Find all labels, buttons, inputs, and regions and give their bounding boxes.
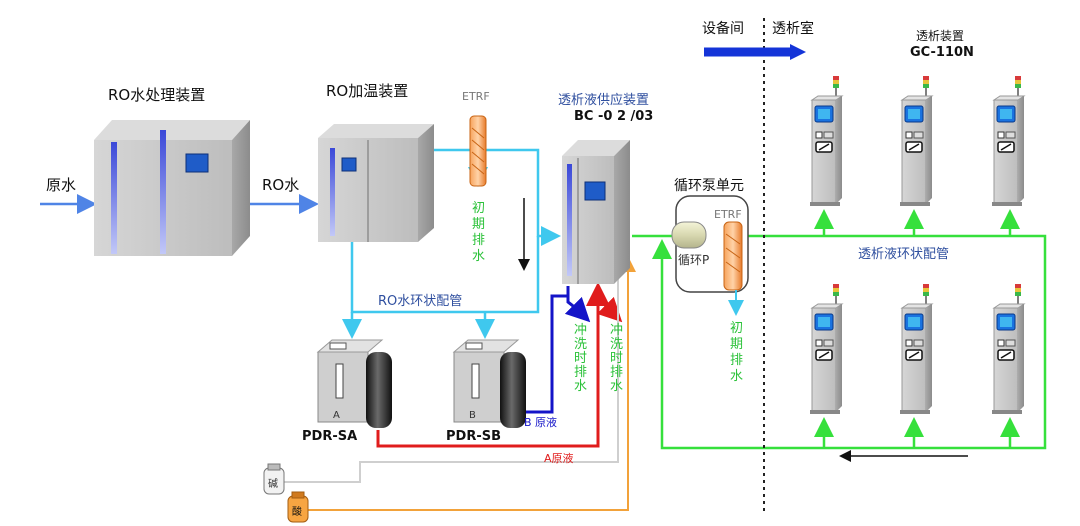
vertical-char: 水 [730,369,743,384]
vertical-char: 排 [472,233,485,248]
vertical-char: 排 [574,365,587,380]
b-flush-drain-pipe [564,286,591,323]
pdr-a-letter: A [333,410,340,421]
a-concentrate-pipe [376,282,610,448]
alkali-container [263,463,285,495]
vertical-char: 冲 [610,323,623,338]
raw-water-label: 原水 [46,176,76,194]
vertical-char: 时 [610,351,623,366]
vertical-char: 排 [610,365,623,380]
vertical-char: 排 [730,353,743,368]
etrf-top-label: ETRF [462,90,490,103]
dialysate-loop-pipes [632,209,1047,450]
circulation-pump-unit [671,195,749,293]
ro-heater-label: RO加温装置 [326,82,408,100]
dialysis-model-label: GC-110N [910,45,974,60]
vertical-char: 冲 [574,323,587,338]
ro-water-treatment-unit [94,120,250,256]
a-concentrate-label: A原液 [544,451,574,465]
ro-water-label: RO水 [262,176,299,194]
alkali-label: 碱 [268,478,278,490]
vertical-char: 期 [730,337,743,352]
pdr-sb-unit [452,339,526,428]
equipment-room-label: 设备间 [702,20,744,37]
vertical-char: 洗 [574,337,587,352]
dialysis-device-6 [992,284,1026,414]
dialysate-loop-label: 透析液环状配管 [858,247,949,262]
b-concentrate-pipe [518,294,568,414]
vertical-char: 初 [730,321,743,336]
supply-title-label: 透析液供应装置 [558,92,649,108]
ro-heater-unit [318,124,434,242]
pdr-sa-unit [316,339,392,428]
supply-model-label: BC -0 2 /03 [574,109,653,124]
ro-unit-label: RO水处理装置 [108,86,205,104]
vertical-char: 洗 [610,337,623,352]
dialysis-devices [810,76,1026,414]
dialysis-device-4 [810,284,844,414]
dialysis-room-label: 透析室 [772,20,814,37]
alkali-pipe [280,266,619,483]
vertical-char: 时 [574,351,587,366]
vertical-char: 水 [574,379,587,394]
etrf-filter-top [469,115,487,187]
pdr-sb-label: PDR-SB [446,429,501,444]
dialysis-device-5 [900,284,934,414]
pump-p-label: 循环P [678,253,709,267]
dialysis-device-label: 透析装置 [916,29,964,43]
dialysis-device-1 [810,76,844,206]
vertical-char: 初 [472,201,485,216]
pdr-b-letter: B [469,410,476,421]
dialysis-device-3 [992,76,1026,206]
dialysate-supply-unit [562,140,630,284]
pdr-sa-label: PDR-SA [302,429,357,444]
etrf-pump-label: ETRF [714,208,742,221]
ro-loop-label: RO水环状配管 [378,294,462,309]
vertical-char: 水 [610,379,623,394]
vertical-char: 期 [472,217,485,232]
dialysis-device-2 [900,76,934,206]
pump-unit-label: 循环泵单元 [674,178,744,194]
acid-pipe [296,256,636,511]
b-concentrate-label: B 原液 [524,415,557,429]
vertical-char: 水 [472,249,485,264]
acid-container [287,491,309,523]
acid-label: 酸 [292,505,302,518]
a-flush-drain-pipe [596,296,623,323]
